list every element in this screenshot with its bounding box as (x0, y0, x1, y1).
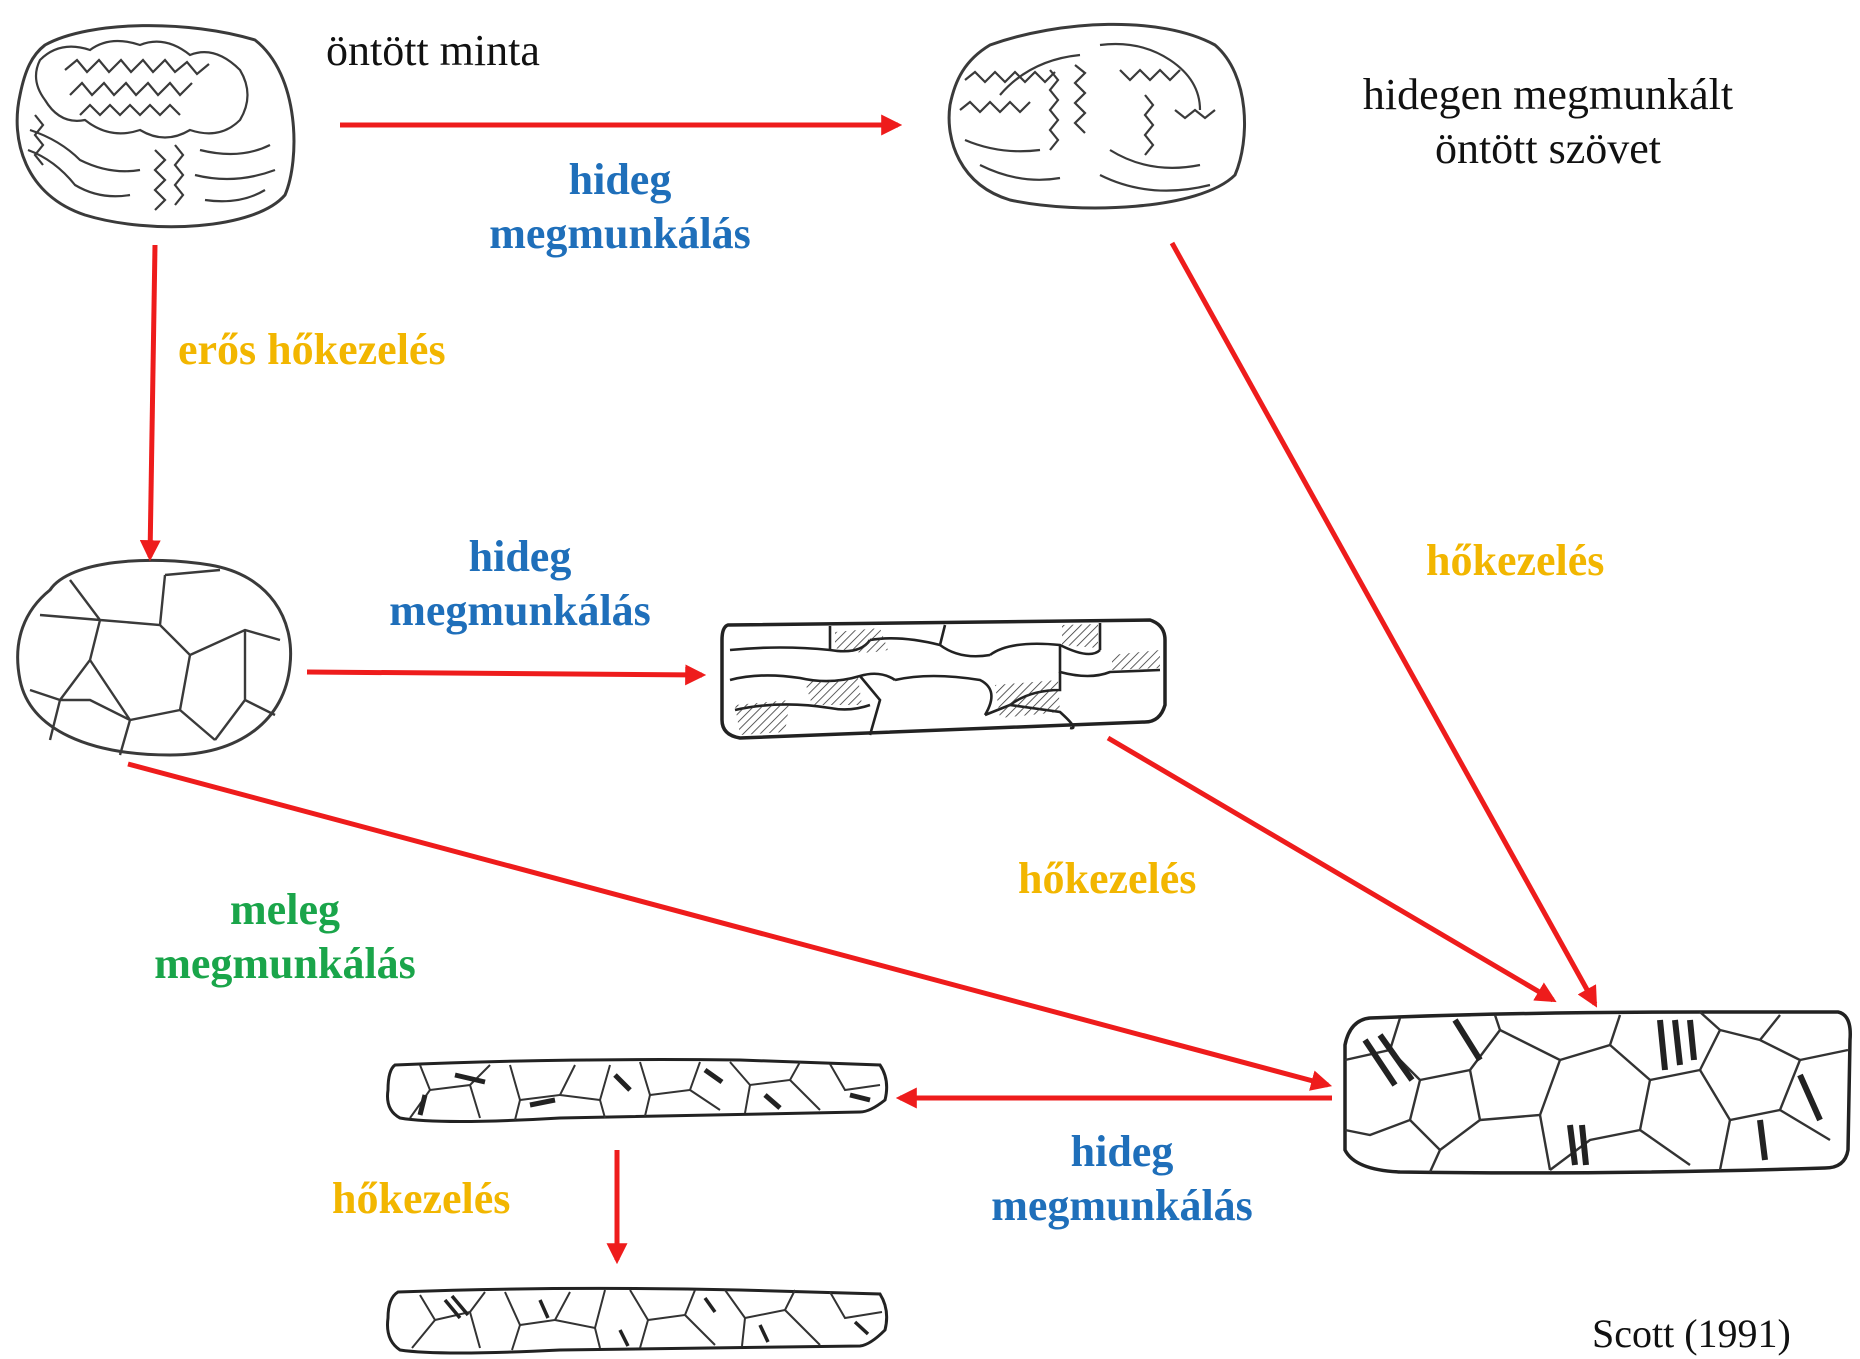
label-cold-work-mid-line2: megmunkálás (350, 584, 690, 638)
final-annealed-bar-sketch (388, 1288, 887, 1353)
label-cold-work-top: hideg megmunkálás (450, 153, 790, 260)
cold-worked-grains-sketch (722, 620, 1165, 738)
label-cold-work-bottom-line1: hideg (952, 1125, 1292, 1179)
arrow-cold-worked-cast-to-twinned (1172, 243, 1595, 1004)
label-cold-work-mid: hideg megmunkálás (350, 530, 690, 637)
label-hot-work: meleg megmunkálás (115, 883, 455, 990)
cold-worked-cast-sketch (949, 24, 1244, 208)
hot-worked-bar-sketch (388, 1060, 887, 1122)
arrow-annealed-to-cold-worked (307, 672, 702, 675)
label-cold-work-top-line2: megmunkálás (450, 207, 790, 261)
source-credit: Scott (1991) (1592, 1310, 1791, 1359)
label-cast-sample: öntött minta (326, 24, 540, 78)
label-cold-worked-cast-line1: hidegen megmunkált (1318, 68, 1778, 122)
label-cold-work-mid-line1: hideg (350, 530, 690, 584)
label-cold-work-bottom: hideg megmunkálás (952, 1125, 1292, 1232)
label-cold-worked-cast: hidegen megmunkált öntött szövet (1318, 68, 1778, 175)
label-hot-work-line1: meleg (115, 883, 455, 937)
label-hot-work-line2: megmunkálás (115, 937, 455, 991)
arrow-cast-to-annealed (150, 245, 155, 557)
label-anneal-mid: hőkezelés (1018, 852, 1196, 906)
label-cold-worked-cast-line2: öntött szövet (1318, 122, 1778, 176)
label-anneal-right: hőkezelés (1426, 534, 1604, 588)
label-anneal-bottom: hőkezelés (332, 1172, 510, 1226)
annealed-twinned-grains-sketch (1345, 1012, 1850, 1173)
cast-sample-sketch (17, 26, 294, 227)
label-strong-anneal: erős hőkezelés (178, 323, 446, 377)
annealed-grains-sketch (18, 560, 291, 755)
label-cold-work-top-line1: hideg (450, 153, 790, 207)
label-cold-work-bottom-line2: megmunkálás (952, 1179, 1292, 1233)
